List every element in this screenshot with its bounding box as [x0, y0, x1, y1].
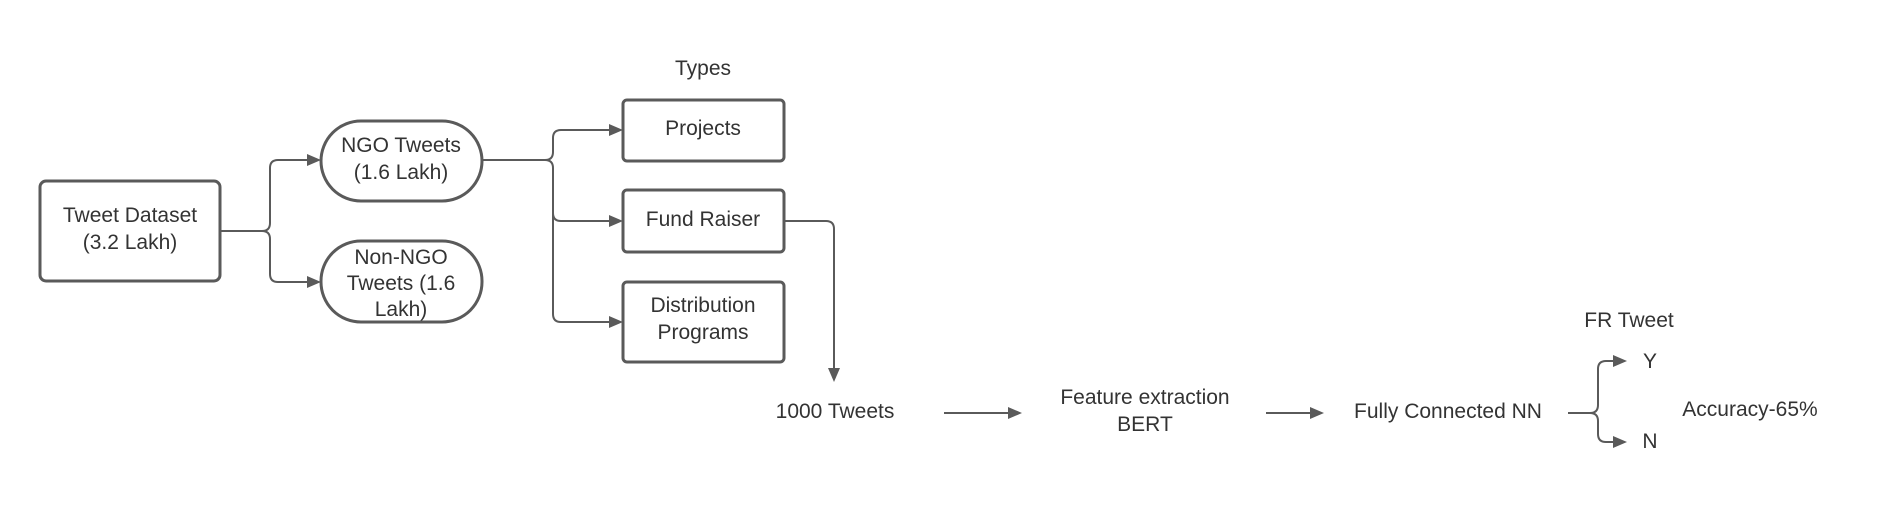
non-ngo-tweets-line1: Non-NGO	[354, 246, 447, 269]
feature-extraction-line1: Feature extraction	[1060, 386, 1229, 409]
edge-ngo-branch	[482, 129, 611, 161]
arrowhead-to-no	[1613, 436, 1627, 448]
edge-nn-to-no	[1589, 412, 1615, 443]
output-no-label: N	[1642, 430, 1657, 453]
arrowhead-to-nn	[1310, 407, 1324, 419]
fully-connected-nn-label: Fully Connected NN	[1354, 400, 1542, 423]
fund-raiser-label: Fund Raiser	[646, 208, 760, 231]
distribution-programs-node[interactable]: Distribution Programs	[621, 280, 786, 364]
projects-label: Projects	[665, 117, 741, 140]
edge-fund-raiser-to-tweets	[784, 220, 835, 370]
non-ngo-tweets-line3: Lakh)	[375, 298, 428, 321]
tweet-dataset-node[interactable]: Tweet Dataset (3.2 Lakh)	[38, 179, 222, 283]
ngo-tweets-count: (1.6 Lakh)	[354, 161, 449, 184]
edge-dataset-to-non-ngo	[261, 230, 309, 283]
arrowhead-to-distribution	[609, 316, 623, 328]
projects-node[interactable]: Projects	[621, 98, 786, 163]
feature-extraction-line2: BERT	[1117, 413, 1173, 436]
thousand-tweets-label: 1000 Tweets	[776, 400, 895, 423]
edge-dataset-branch	[220, 159, 309, 232]
distribution-programs-line1: Distribution	[650, 294, 755, 317]
edge-ngo-to-fund-raiser	[544, 159, 611, 222]
arrowhead-to-feature-extraction	[1008, 407, 1022, 419]
arrowhead-to-ngo	[307, 154, 321, 166]
non-ngo-tweets-node[interactable]: Non-NGO Tweets (1.6 Lakh)	[319, 239, 484, 324]
tweet-dataset-count: (3.2 Lakh)	[83, 231, 178, 254]
arrowhead-to-non-ngo	[307, 276, 321, 288]
ngo-tweets-label: NGO Tweets	[341, 134, 461, 157]
arrowhead-to-projects	[609, 124, 623, 136]
fund-raiser-node[interactable]: Fund Raiser	[621, 188, 786, 254]
tweet-dataset-label: Tweet Dataset	[63, 204, 197, 227]
fr-tweet-label: FR Tweet	[1584, 309, 1674, 332]
distribution-programs-line2: Programs	[657, 321, 748, 344]
edge-nn-branch	[1568, 360, 1615, 414]
edge-ngo-to-distribution	[552, 213, 611, 323]
accuracy-label: Accuracy-65%	[1682, 398, 1817, 421]
non-ngo-tweets-line2: Tweets (1.6	[347, 272, 456, 295]
arrowhead-to-fund-raiser	[609, 215, 623, 227]
output-yes-label: Y	[1643, 350, 1657, 373]
arrowhead-to-tweets	[828, 368, 840, 382]
types-label: Types	[675, 57, 731, 80]
arrowhead-to-yes	[1613, 355, 1627, 367]
ngo-tweets-node[interactable]: NGO Tweets (1.6 Lakh)	[319, 119, 484, 203]
